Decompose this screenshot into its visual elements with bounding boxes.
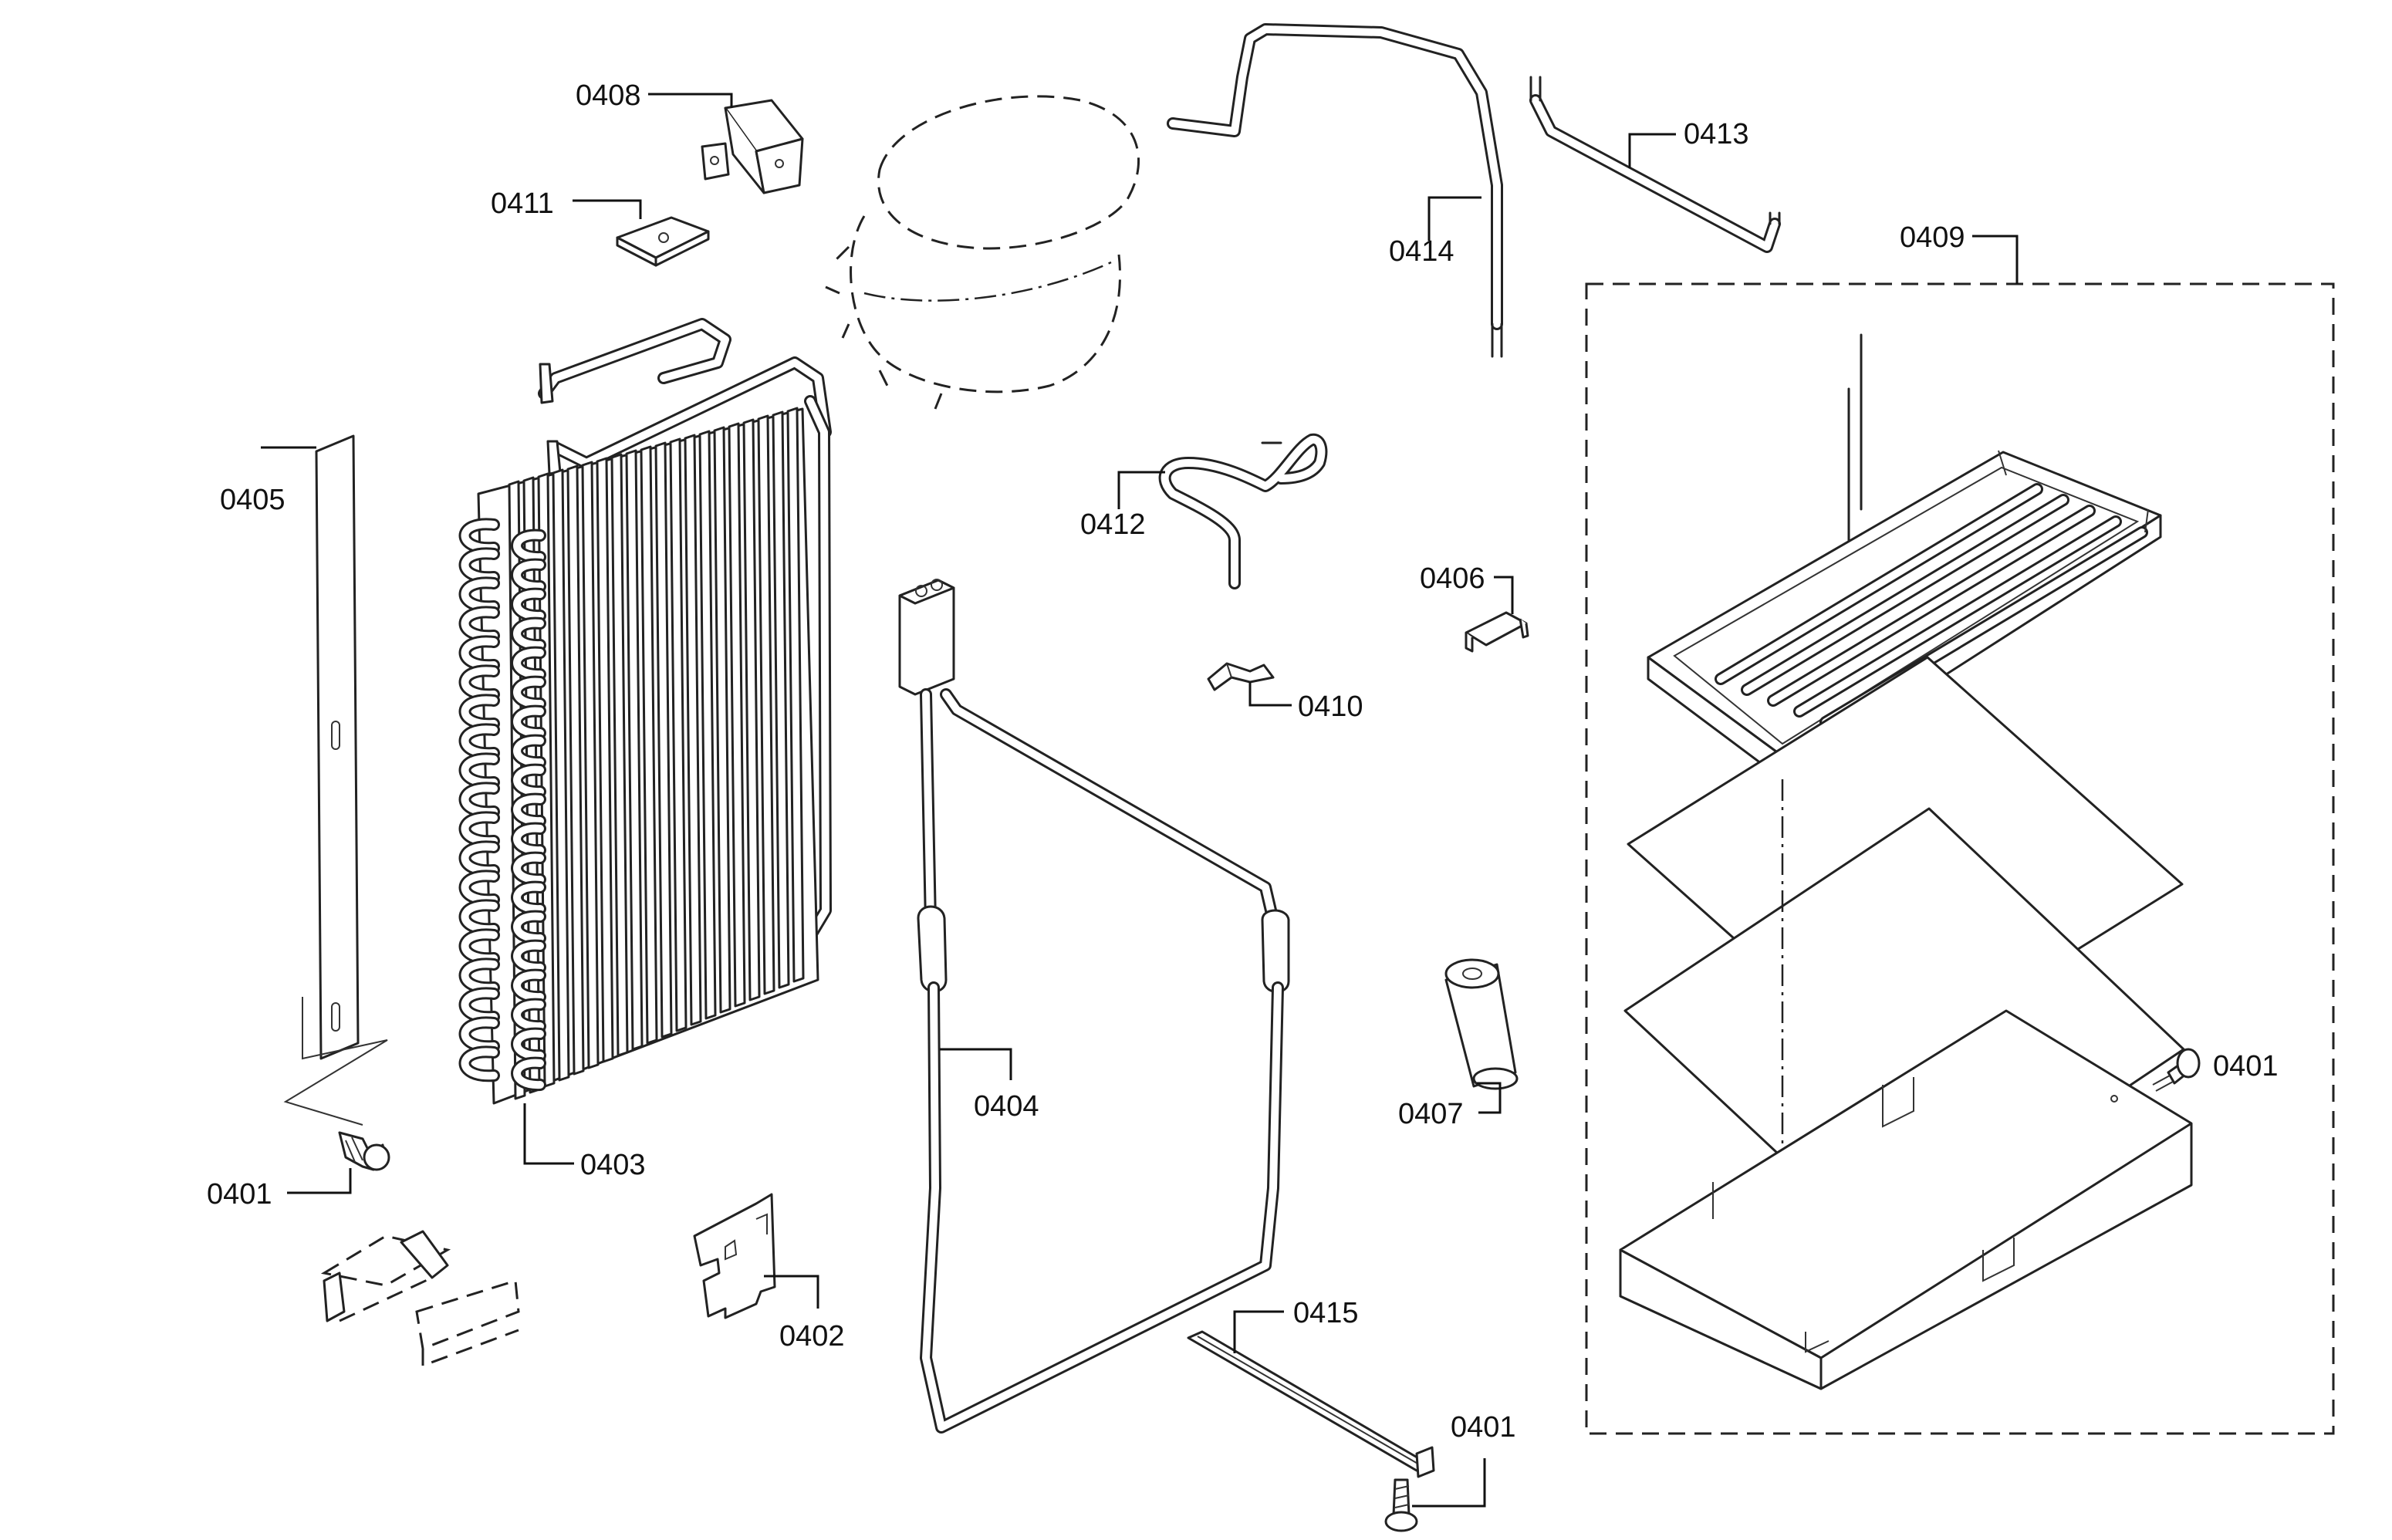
part-0412-tube xyxy=(1158,433,1328,589)
coil-fin xyxy=(625,449,644,1051)
coil-hairpin-inner xyxy=(461,1048,498,1080)
coil-hairpin-rear-inner xyxy=(513,912,544,943)
coil-fin xyxy=(698,430,717,1020)
coil-hairpin-rear-inner xyxy=(513,1059,544,1089)
part-0404-heater xyxy=(898,579,1290,1434)
label-0411: 0411 xyxy=(491,187,642,220)
label-0407: 0407 xyxy=(1398,1082,1502,1130)
coil-hairpin-rear-inner xyxy=(513,736,544,767)
label-0413: 0413 xyxy=(1628,118,1749,168)
part-0408-bracket xyxy=(701,99,804,194)
label-0404: 0404 xyxy=(940,1048,1039,1123)
tray-heater-rod-inner xyxy=(1769,507,2093,704)
label-0405: 0405 xyxy=(220,446,316,516)
svg-text:0414: 0414 xyxy=(1389,235,1454,268)
svg-text:0401: 0401 xyxy=(2213,1050,2279,1082)
svg-text:0404: 0404 xyxy=(974,1090,1039,1123)
svg-text:0403: 0403 xyxy=(580,1149,646,1181)
svg-text:0410: 0410 xyxy=(1298,691,1363,723)
svg-text:0411: 0411 xyxy=(491,187,554,220)
label-0415: 0415 xyxy=(1233,1297,1359,1353)
coil-hairpin-rear-inner xyxy=(513,589,544,620)
part-0402-bracket xyxy=(693,1193,776,1319)
label-0406: 0406 xyxy=(1420,562,1514,614)
svg-text:0412: 0412 xyxy=(1080,508,1146,541)
label-0408: 0408 xyxy=(576,79,733,112)
part-0409-assembly xyxy=(1585,282,2335,1435)
coil-hairpin-rear-inner xyxy=(513,619,544,650)
coil-hairpin-rear-inner xyxy=(513,883,544,914)
coil-hairpin-rear-inner xyxy=(513,707,544,738)
coil-hairpin-rear-inner xyxy=(513,795,544,826)
part-0414-tube xyxy=(1167,23,1503,358)
coil-fin xyxy=(654,441,673,1038)
coil-fin xyxy=(669,437,688,1032)
coil-fin xyxy=(640,445,658,1045)
coil-fin xyxy=(566,464,585,1076)
part-0413-tube xyxy=(1529,76,1781,253)
part-0406-clip xyxy=(1465,611,1529,653)
part-0401-screw-left xyxy=(338,1131,390,1171)
svg-text:0402: 0402 xyxy=(779,1320,845,1353)
part-0411-plate xyxy=(616,216,710,267)
tray-heater-rod-inner xyxy=(1717,485,2041,683)
coil-fin xyxy=(581,461,600,1069)
coil-fin xyxy=(772,410,790,989)
coil-hairpin-rear-inner xyxy=(513,853,544,884)
coil-hairpin-rear-inner xyxy=(513,677,544,708)
part-0410-clip xyxy=(1207,662,1275,691)
label-0414: 0414 xyxy=(1389,196,1481,268)
svg-text:0406: 0406 xyxy=(1420,562,1485,595)
coil-hairpin-rear-inner xyxy=(513,560,544,591)
part-0407-cylinder xyxy=(1444,958,1519,1090)
label-0401-bottom: 0401 xyxy=(1412,1411,1516,1508)
part-0415-strip xyxy=(1187,1330,1435,1478)
svg-text:0409: 0409 xyxy=(1900,221,1965,254)
svg-text:0408: 0408 xyxy=(576,79,641,112)
part-0401-screw-bottom xyxy=(1384,1478,1418,1532)
coil-hairpin-rear-inner xyxy=(513,1029,544,1060)
coil-hairpin-rear-inner xyxy=(513,648,544,679)
compressor-phantom xyxy=(825,95,1140,410)
coil-fin xyxy=(757,414,775,995)
svg-text:0407: 0407 xyxy=(1398,1098,1464,1130)
coil-fin xyxy=(786,407,805,983)
svg-text:0401: 0401 xyxy=(1451,1411,1516,1444)
coil-hairpin-rear-inner xyxy=(513,1000,544,1031)
coil-fin xyxy=(552,468,570,1082)
label-0401-right: 0401 xyxy=(2213,1050,2279,1082)
label-0402: 0402 xyxy=(764,1275,845,1353)
label-0410: 0410 xyxy=(1248,682,1363,723)
coil-fin xyxy=(684,434,702,1026)
coil-hairpin-rear-inner xyxy=(513,971,544,1001)
svg-text:0401: 0401 xyxy=(207,1178,272,1211)
coil-fin xyxy=(610,453,629,1057)
coil-hairpin-rear-inner xyxy=(513,824,544,855)
part-0401-screw-right xyxy=(2152,1048,2201,1092)
clip-bracket-bottom-left xyxy=(320,1230,520,1368)
label-0412: 0412 xyxy=(1080,471,1165,541)
tray-heater-rod-inner xyxy=(1796,518,2120,715)
coil-hairpin-rear-inner xyxy=(513,765,544,796)
part-0405-strip xyxy=(283,434,388,1126)
coil-fin xyxy=(713,426,731,1014)
coil-fin xyxy=(728,422,746,1008)
coil-hairpin-rear-inner xyxy=(513,941,544,972)
label-0401-left: 0401 xyxy=(207,1168,352,1211)
svg-text:0413: 0413 xyxy=(1684,118,1749,150)
coil-fin xyxy=(742,418,761,1001)
part-0403-coil xyxy=(458,318,832,1105)
label-0409: 0409 xyxy=(1900,221,2019,284)
coil-hairpin-rear-inner xyxy=(513,531,544,562)
svg-text:0405: 0405 xyxy=(220,484,285,516)
coil-fin xyxy=(596,457,614,1063)
label-0403: 0403 xyxy=(523,1103,646,1181)
svg-text:0415: 0415 xyxy=(1293,1297,1359,1329)
tray-heater-rod-inner xyxy=(1743,496,2067,694)
